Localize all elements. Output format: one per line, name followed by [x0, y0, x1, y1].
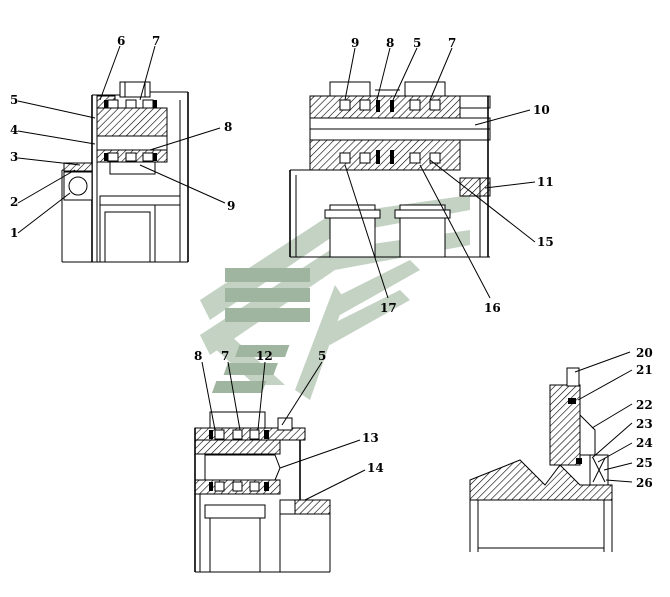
- diagram-bottom-center: [194, 361, 366, 573]
- callout-label: 5: [413, 36, 421, 50]
- callout-label: 12: [256, 349, 273, 363]
- callout-label: 22: [636, 398, 653, 412]
- callout-label: 6: [117, 34, 125, 48]
- callout-label: 8: [194, 349, 202, 363]
- callout-label: 11: [537, 175, 554, 189]
- callout-label: 21: [636, 363, 653, 377]
- callout-label: 24: [636, 436, 653, 450]
- callout-label: 25: [636, 456, 653, 470]
- callout-label: 9: [351, 36, 359, 50]
- callouts-bottom-right: 20 21 22 23 24 25 26: [636, 346, 653, 490]
- callout-label: 2: [10, 195, 18, 209]
- callout-label: 16: [484, 301, 501, 315]
- diagram-top-center: [289, 47, 536, 299]
- callout-label: 7: [152, 34, 160, 48]
- callout-label: 5: [318, 349, 326, 363]
- diagram-top-left: [17, 45, 226, 263]
- callout-label: 8: [224, 120, 232, 134]
- callout-label: 20: [636, 346, 653, 360]
- callout-label: 14: [367, 461, 384, 475]
- callouts-top-left: 6 7 5 4 3 8 2 9 1: [10, 34, 235, 240]
- callouts-bottom-center: 8 7 12 5 13 14: [194, 349, 384, 475]
- callout-label: 15: [537, 235, 554, 249]
- callout-label: 7: [448, 36, 456, 50]
- callouts-top-center: 9 8 5 7 10 11 15 17 16: [351, 36, 554, 315]
- callout-label: 7: [221, 349, 229, 363]
- callout-label: 17: [380, 301, 397, 315]
- diagram-bottom-right: [469, 351, 633, 552]
- callout-label: 9: [227, 199, 235, 213]
- callout-label: 4: [10, 123, 18, 137]
- callout-label: 1: [10, 226, 18, 240]
- callout-label: 23: [636, 417, 653, 431]
- callout-label: 8: [386, 36, 394, 50]
- callout-label: 3: [10, 150, 18, 164]
- callout-label: 10: [533, 103, 550, 117]
- callout-label: 13: [362, 431, 379, 445]
- callout-label: 26: [636, 476, 653, 490]
- callout-label: 5: [10, 93, 18, 107]
